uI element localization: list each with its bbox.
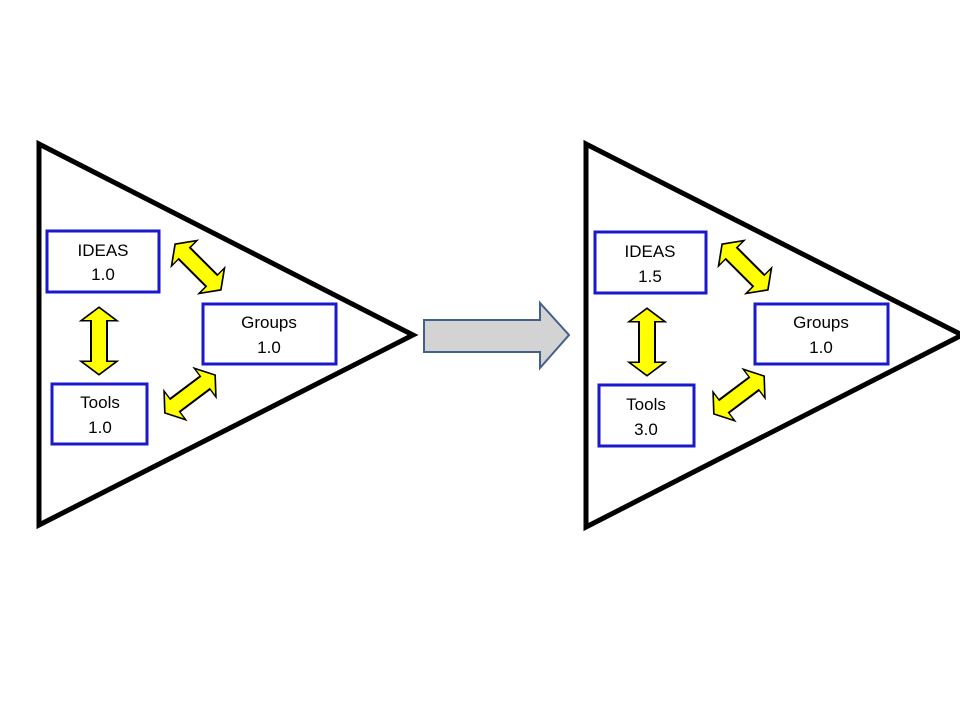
left-tools-version: 1.0: [88, 418, 112, 437]
left-ideas-box: [45, 229, 161, 294]
left-tools-node: Tools 1.0: [50, 382, 149, 446]
right-tools-node: Tools 3.0: [597, 383, 696, 448]
right-groups-version: 1.0: [809, 338, 833, 357]
right-tools-box: [597, 383, 696, 448]
left-ideas-node: IDEAS 1.0: [45, 229, 161, 294]
left-groups-box: [201, 302, 338, 366]
right-ideas-name: IDEAS: [624, 242, 675, 261]
left-diagram: IDEAS 1.0 Groups 1.0 Tools 1.0: [36, 139, 419, 530]
right-tools-name: Tools: [626, 395, 666, 414]
right-ideas-node: IDEAS 1.5: [593, 230, 708, 295]
left-groups-node: Groups 1.0: [201, 302, 338, 366]
right-groups-name: Groups: [793, 313, 849, 332]
right-diagram: IDEAS 1.5 Groups 1.0 Tools 3.0: [583, 139, 960, 532]
right-groups-box: [753, 302, 890, 366]
right-tools-version: 3.0: [634, 420, 658, 439]
left-groups-version: 1.0: [257, 338, 281, 357]
transition-arrow-icon: [423, 300, 571, 371]
left-ideas-version: 1.0: [91, 265, 115, 284]
right-ideas-version: 1.5: [638, 267, 662, 286]
left-tools-box: [50, 382, 149, 446]
left-tools-name: Tools: [80, 393, 120, 412]
right-groups-node: Groups 1.0: [753, 302, 890, 366]
right-ideas-box: [593, 230, 708, 295]
left-ideas-name: IDEAS: [77, 241, 128, 260]
left-groups-name: Groups: [241, 313, 297, 332]
